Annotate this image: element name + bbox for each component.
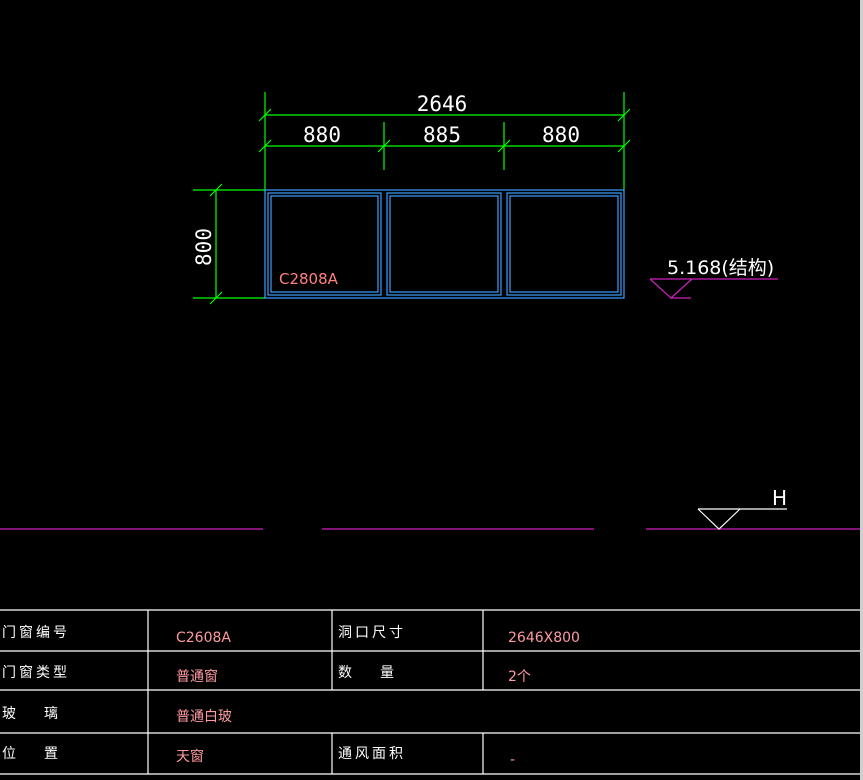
segment-dim-1: 880 [303,123,341,147]
table-value-type: 普通窗 [176,668,218,685]
window-frame[interactable] [264,189,625,299]
table-value-position: 天窗 [176,748,204,765]
segment-dim-3: 880 [542,123,580,147]
datum-marker [697,508,787,530]
elevation-marker [649,278,778,299]
table-label-type: 门窗类型 [2,664,70,681]
segment-dim-2: 885 [423,123,461,147]
table-label-glass: 玻 璃 [2,705,58,722]
table-label-position: 位 置 [2,746,58,762]
datum-label: H [772,486,787,510]
table-label-quantity: 数 量 [338,665,394,681]
table-value-ventilation: - [510,752,515,768]
table-value-glass: 普通白玻 [176,709,232,725]
table-label-opening-size: 洞口尺寸 [338,625,406,641]
door-window-table [0,609,860,775]
viewport-border [860,0,863,780]
table-value-number: C2608A [176,630,231,646]
elevation-label: 5.168(结构) [667,257,774,279]
table-value-opening-size: 2646X800 [508,630,580,646]
table-label-number: 门窗编号 [2,624,70,641]
table-value-quantity: 2个 [508,669,531,685]
dimension-lines [193,92,631,305]
height-dim: 800 [192,228,216,266]
window-tag: C2808A [279,270,339,288]
table-label-ventilation: 通风面积 [338,746,406,762]
overall-width-dim: 2646 [417,92,468,116]
